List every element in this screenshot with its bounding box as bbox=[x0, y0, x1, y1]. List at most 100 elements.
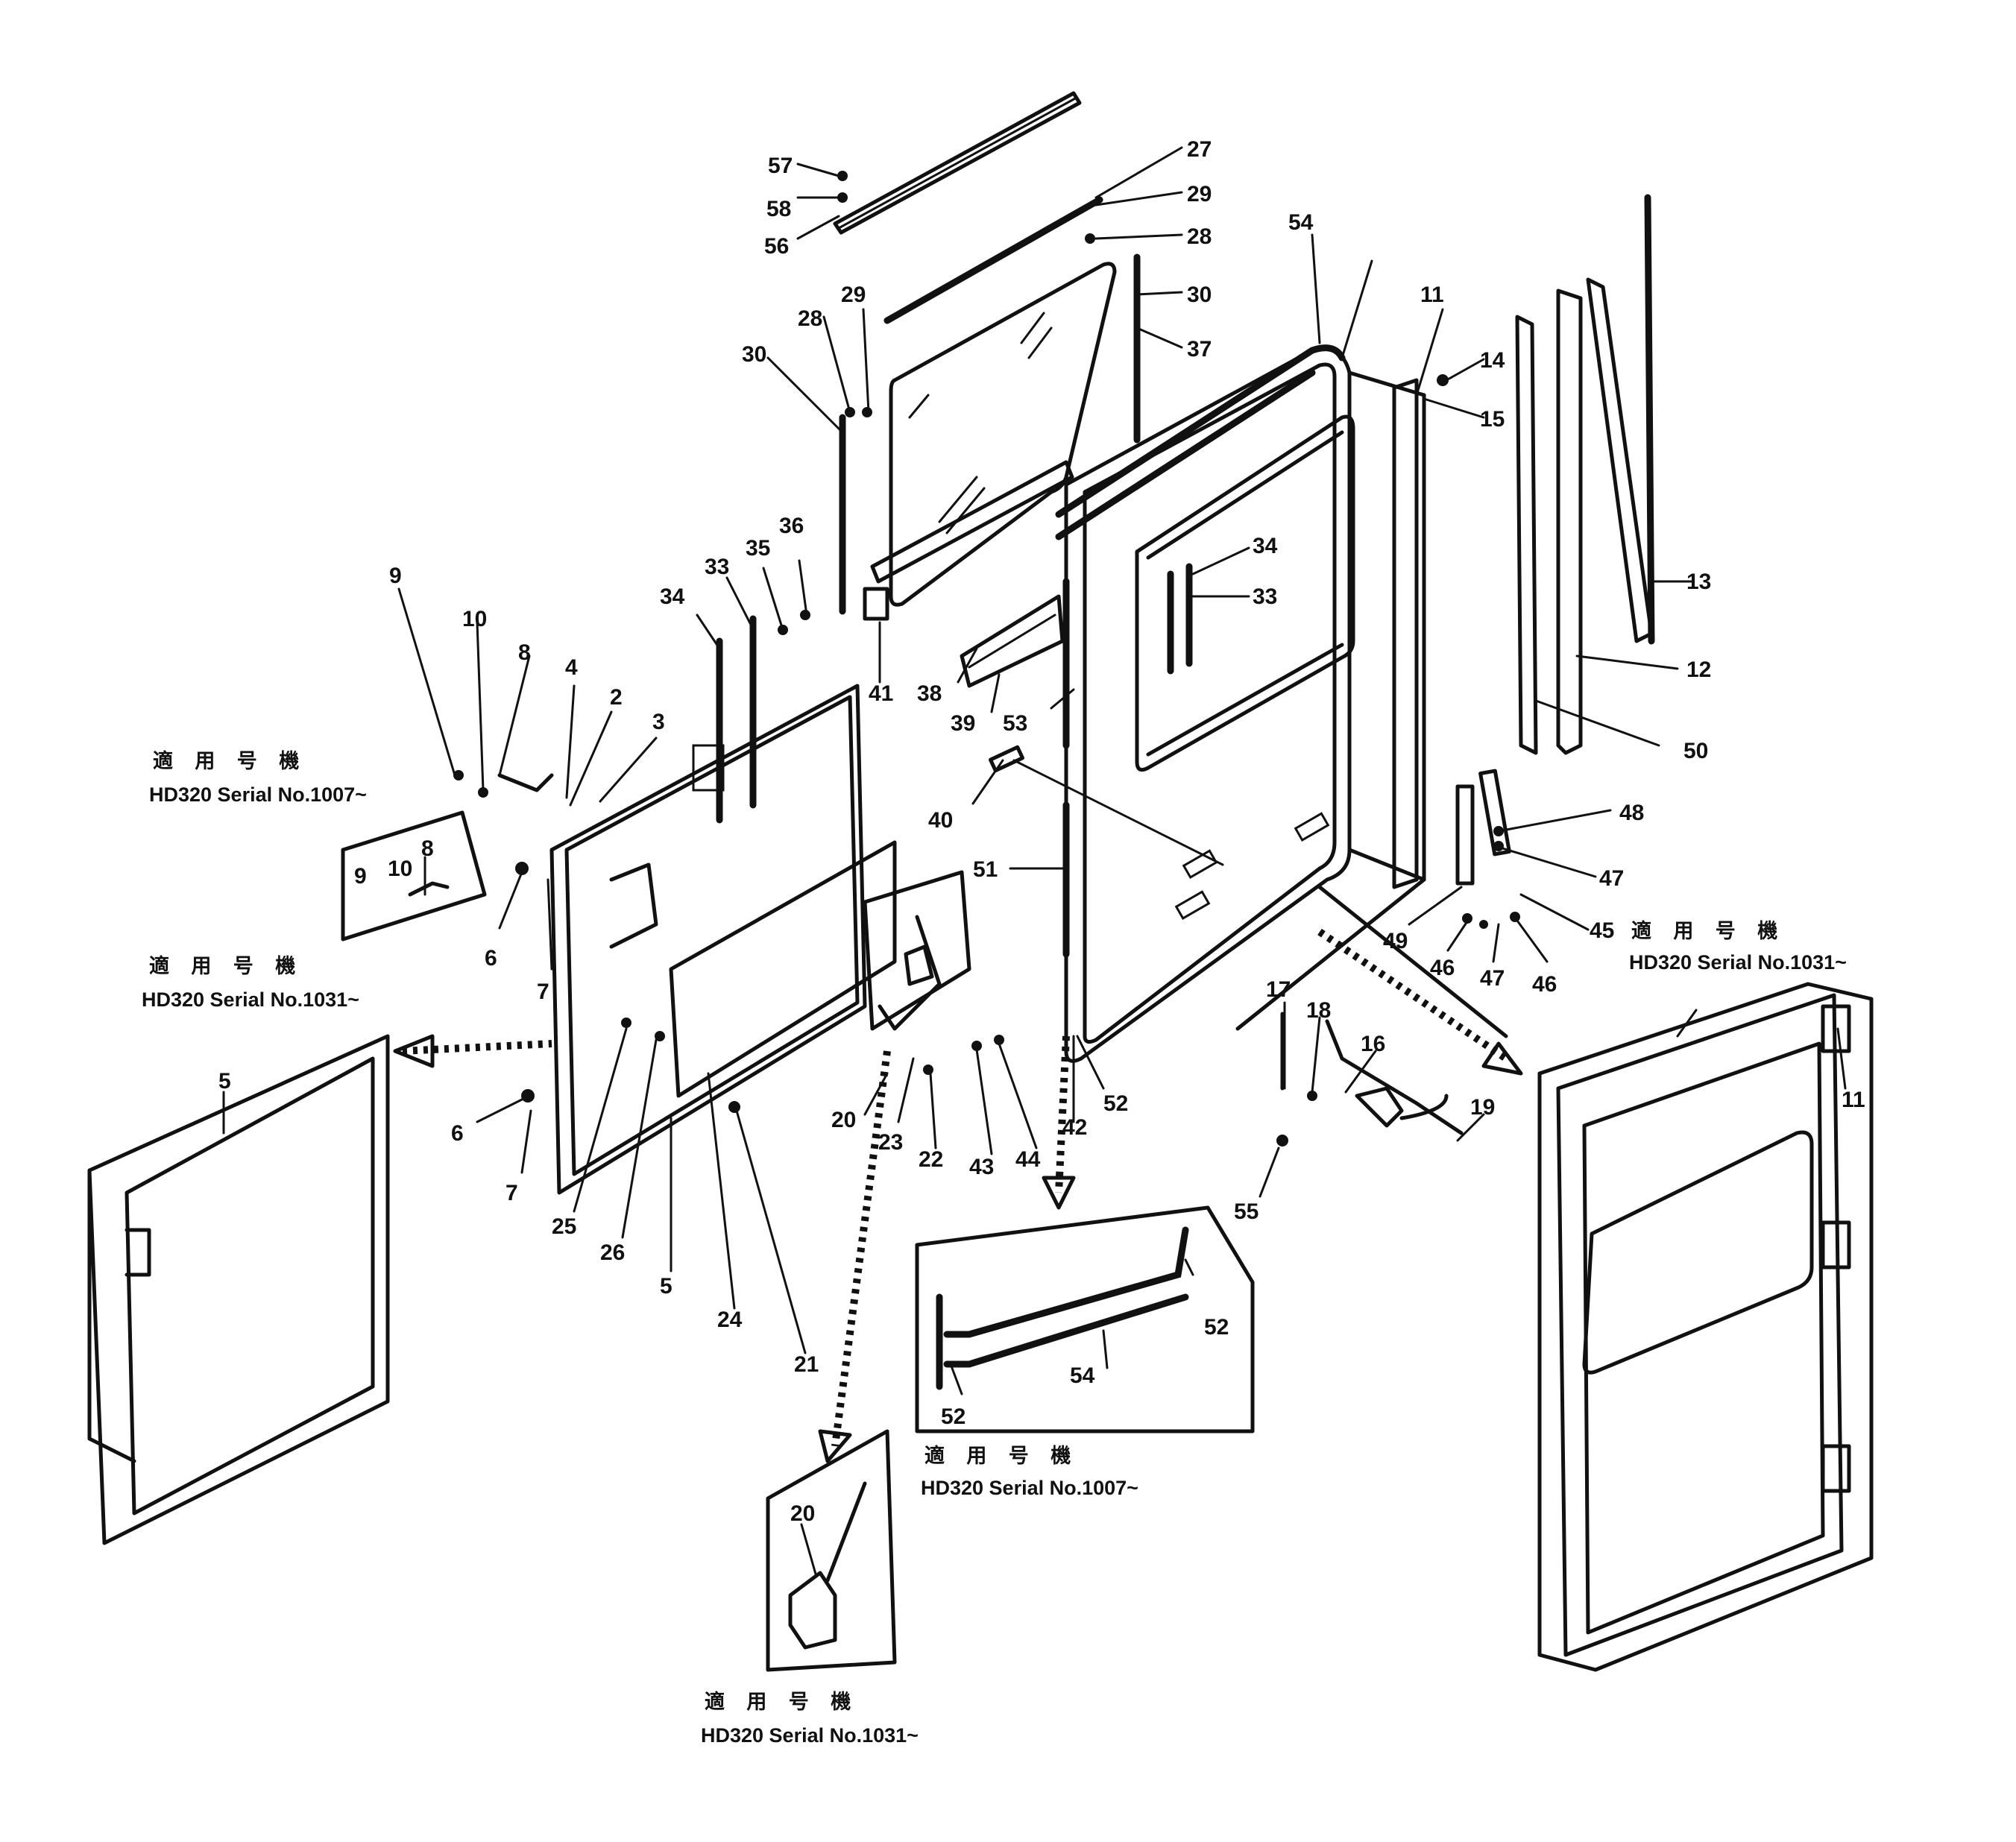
part-label: 43 bbox=[969, 1155, 994, 1179]
part-label: 21 bbox=[794, 1352, 819, 1377]
sliding-glass bbox=[889, 262, 1117, 607]
part-label: 29 bbox=[841, 283, 866, 307]
part-label: 22 bbox=[919, 1147, 943, 1172]
trim-panel-24 bbox=[669, 840, 897, 1098]
part-numbers: 57 58 56 27 29 28 30 37 29 28 30 54 11 1… bbox=[218, 137, 1865, 1526]
handle-40 bbox=[988, 745, 1224, 866]
top-rail-strip bbox=[833, 91, 1082, 235]
part-label: 18 bbox=[1306, 998, 1331, 1023]
part-label: 39 bbox=[951, 711, 975, 736]
note-serial: HD320 Serial No.1007~ bbox=[921, 1477, 1138, 1499]
part-label: 6 bbox=[451, 1121, 464, 1146]
part-label: 7 bbox=[537, 980, 549, 1004]
part-label: 57 bbox=[768, 154, 793, 178]
window-rails-33-34 bbox=[1167, 563, 1193, 675]
part-label: 28 bbox=[1187, 224, 1212, 249]
part-label: 27 bbox=[1187, 137, 1212, 162]
part-label: 9 bbox=[389, 564, 402, 588]
arrow-inset-regulator bbox=[818, 1050, 891, 1463]
fasteners bbox=[453, 171, 1520, 1146]
note-jp: 適 用 号 機 bbox=[1631, 919, 1785, 943]
right-door bbox=[1537, 982, 1874, 1672]
part-label: 48 bbox=[1619, 801, 1644, 825]
glass-rail-upper bbox=[883, 196, 1103, 324]
part-label: 56 bbox=[764, 234, 789, 259]
part-label: 8 bbox=[421, 836, 434, 861]
note-serial: HD320 Serial No.1031~ bbox=[1629, 951, 1847, 974]
part-label: 33 bbox=[705, 555, 729, 579]
part-label: 23 bbox=[878, 1130, 903, 1155]
rod-13 bbox=[1644, 194, 1655, 645]
note-serial: HD320 Serial No.1031~ bbox=[701, 1724, 919, 1747]
outer-door-5 bbox=[87, 1034, 390, 1545]
part-label: 41 bbox=[869, 681, 893, 706]
serial-note-1031-right: 適 用 号 機 HD320 Serial No.1031~ bbox=[1629, 919, 1847, 974]
part-label: 10 bbox=[388, 857, 412, 881]
glass-stopper bbox=[863, 587, 889, 621]
latch-parts-45-49 bbox=[1455, 769, 1511, 886]
part-label: 4 bbox=[565, 655, 578, 680]
inner-panel-5 bbox=[549, 684, 867, 1195]
part-label: 33 bbox=[1253, 584, 1277, 609]
main-door-frame bbox=[1064, 347, 1508, 1063]
part-label: 47 bbox=[1599, 866, 1624, 891]
note-serial: HD320 Serial No.1031~ bbox=[142, 988, 359, 1011]
part-label: 12 bbox=[1686, 657, 1711, 682]
part-label: 3 bbox=[652, 710, 665, 734]
serial-note-1007-top-left: 適 用 号 機 HD320 Serial No.1007~ bbox=[149, 749, 367, 806]
part-label: 25 bbox=[552, 1214, 576, 1239]
part-label: 16 bbox=[1361, 1032, 1385, 1056]
inset-weatherstrip bbox=[915, 1205, 1255, 1433]
part-label: 36 bbox=[779, 514, 804, 538]
part-label: 52 bbox=[941, 1404, 966, 1429]
part-label: 14 bbox=[1480, 348, 1505, 373]
part-label: 30 bbox=[1187, 283, 1212, 307]
part-label: 35 bbox=[746, 536, 770, 561]
leader-lines bbox=[222, 146, 1847, 1578]
part-label: 20 bbox=[790, 1501, 815, 1526]
part-label: 5 bbox=[218, 1069, 231, 1094]
part-label: 7 bbox=[505, 1181, 518, 1205]
part-label: 28 bbox=[798, 306, 822, 331]
part-label: 9 bbox=[354, 864, 367, 889]
note-serial: HD320 Serial No.1007~ bbox=[149, 783, 367, 806]
bracket-38-39 bbox=[960, 594, 1065, 688]
runs-33-34 bbox=[716, 615, 757, 824]
part-label: 53 bbox=[1003, 711, 1027, 736]
part-label: 30 bbox=[742, 342, 766, 367]
part-label: 46 bbox=[1430, 956, 1455, 980]
part-label: 54 bbox=[1288, 210, 1314, 235]
part-label: 52 bbox=[1103, 1091, 1128, 1116]
part-label: 50 bbox=[1683, 739, 1708, 763]
part-label: 46 bbox=[1532, 972, 1557, 997]
part-label: 8 bbox=[518, 640, 531, 665]
part-label: 2 bbox=[610, 685, 623, 710]
part-label: 54 bbox=[1070, 1363, 1095, 1388]
part-label: 17 bbox=[1266, 977, 1291, 1002]
part-label: 49 bbox=[1383, 929, 1408, 953]
arrow-right-door bbox=[1317, 928, 1523, 1076]
part-label: 26 bbox=[600, 1240, 625, 1265]
part-label: 29 bbox=[1187, 182, 1212, 206]
part-label: 20 bbox=[831, 1108, 856, 1132]
serial-note-1007-center: 適 用 号 機 HD320 Serial No.1007~ bbox=[921, 1444, 1138, 1499]
part-label: 11 bbox=[1420, 283, 1444, 307]
part-label: 44 bbox=[1015, 1147, 1041, 1172]
inset-handle bbox=[341, 810, 487, 941]
part-label: 47 bbox=[1480, 966, 1505, 991]
part-label: 40 bbox=[928, 808, 953, 833]
weatherstrip-54 bbox=[1055, 344, 1346, 540]
note-jp: 適 用 号 機 bbox=[705, 1690, 858, 1714]
note-jp: 適 用 号 機 bbox=[153, 749, 306, 773]
serial-note-1031-bottom: 適 用 号 機 HD320 Serial No.1031~ bbox=[701, 1690, 919, 1747]
part-label: 58 bbox=[766, 197, 791, 221]
arrow-inset-weatherstrip bbox=[1042, 1035, 1076, 1210]
part-label: 24 bbox=[717, 1308, 743, 1332]
hinge-strip-12 bbox=[1556, 288, 1583, 755]
regulator-23 bbox=[863, 870, 971, 1031]
part-label: 38 bbox=[917, 681, 942, 706]
part-label: 37 bbox=[1187, 337, 1212, 362]
part-label: 51 bbox=[973, 857, 998, 882]
part-label: 11 bbox=[1842, 1088, 1865, 1112]
note-jp: 適 用 号 機 bbox=[924, 1444, 1078, 1468]
